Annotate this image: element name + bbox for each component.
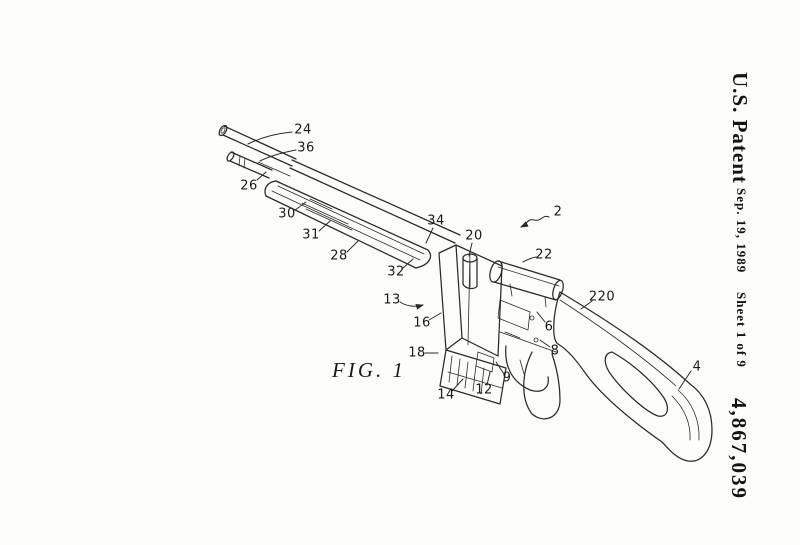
reference-numeral: 36 [297,140,315,156]
leader-lines [247,131,692,392]
leader-line [402,258,414,269]
patent-header-number: 4,867,039 [727,398,751,500]
reference-numeral: 16 [413,315,431,331]
leader-line [318,220,331,232]
reference-numeral: 31 [302,227,320,243]
reference-numeral: 26 [240,178,258,194]
leader-line [486,371,491,386]
figure-caption: FIG. 1 [332,358,406,382]
leader-line [425,227,434,244]
reference-numeral: 32 [387,264,405,280]
reference-numeral: 34 [427,213,445,229]
leader-line [536,311,546,323]
reference-numeral: 28 [330,248,348,264]
reference-numeral: 20 [465,228,483,244]
leader-line [451,378,464,392]
reference-numeral: 8 [550,343,560,359]
leader-line [580,300,593,310]
leader-line [468,242,473,257]
reference-numeral: 24 [294,122,312,138]
reference-numeral: 13 [383,292,401,308]
patent-header-title: U.S. Patent [728,72,752,184]
reference-numeral: 4 [692,359,702,375]
leader-line [247,131,293,145]
reference-numeral: 9 [502,370,512,386]
leader-line [495,361,505,375]
reference-numeral: 2 [553,204,563,220]
leader-line [256,171,267,181]
reference-numeral: 220 [588,289,616,305]
leader-line [259,149,297,162]
reference-numeral: 18 [408,345,426,361]
patent-header-date: Sep. 19, 1989 [734,188,749,274]
reference-numeral: 30 [278,206,296,222]
rifle-outline [218,124,713,462]
leader-line [539,339,551,348]
leader-line [678,370,692,390]
leader-line [399,301,424,310]
reference-numeral: 14 [437,387,455,403]
leader-line [428,312,442,321]
reference-numeral: 6 [544,319,554,335]
reference-numeral: 22 [535,247,553,263]
patent-header-sheet: Sheet 1 of 9 [734,292,749,368]
leader-line [522,256,537,263]
leader-line [520,215,550,228]
leader-line [346,240,359,253]
leader-line [294,201,307,211]
reference-numeral: 12 [475,382,493,398]
